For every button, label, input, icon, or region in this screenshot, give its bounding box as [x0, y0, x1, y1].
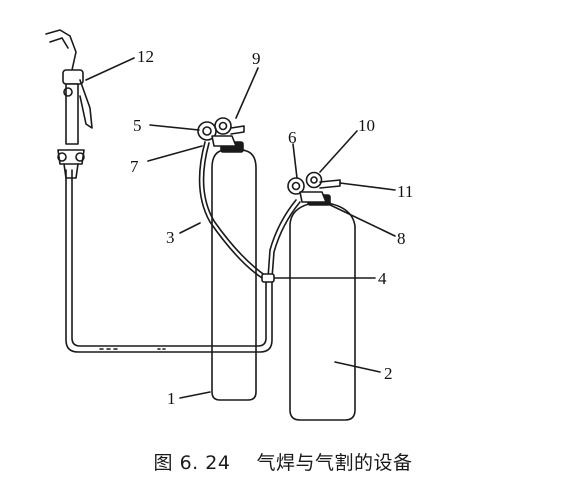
- figure-caption: 图 6. 24 气焊与气割的设备: [0, 448, 566, 475]
- label-12: 12: [137, 47, 154, 66]
- hose-junction: [261, 273, 275, 283]
- leader-7: [147, 145, 203, 162]
- label-10: 10: [358, 116, 375, 135]
- welding-torch-grip: [57, 149, 85, 165]
- twin-hose-to-torch: [71, 169, 267, 347]
- acetylene-high-pressure-gauge: [287, 177, 305, 195]
- leader-1: [179, 391, 211, 399]
- oxygen-regulator-body: [211, 135, 237, 147]
- label-1: 1: [167, 389, 176, 408]
- acetylene-hose: [267, 199, 297, 279]
- welding-torch-valve-handle: [79, 79, 93, 129]
- label-4: 4: [378, 269, 387, 288]
- oxygen-low-pressure-gauge: [214, 117, 232, 135]
- figure-title: 气焊与气割的设备: [256, 452, 413, 474]
- leader-2: [334, 361, 381, 373]
- label-7: 7: [130, 157, 139, 176]
- oxygen-cylinder: [211, 149, 257, 401]
- acetylene-cylinder: [289, 201, 356, 421]
- leader-3: [179, 222, 201, 234]
- leader-9: [235, 67, 259, 119]
- acetylene-regulator-body: [299, 191, 327, 203]
- welding-torch-body: [65, 83, 79, 145]
- acetylene-low-pressure-gauge: [305, 171, 323, 189]
- leader-12: [85, 57, 135, 81]
- label-9: 9: [252, 49, 261, 68]
- welding-equipment-diagram: 12 9 5 7 3 6 10 11 8 4 2 1: [45, 29, 413, 421]
- welding-torch-tip: [45, 29, 77, 71]
- leader-10: [319, 130, 358, 173]
- figure-number: 图 6. 24: [153, 452, 231, 474]
- label-5: 5: [133, 116, 142, 135]
- label-6: 6: [288, 128, 297, 147]
- leader-11: [339, 182, 396, 191]
- oxygen-hose: [198, 141, 269, 283]
- label-3: 3: [166, 228, 175, 247]
- leader-6: [292, 143, 298, 179]
- leader-8: [325, 202, 396, 237]
- label-2: 2: [384, 364, 393, 383]
- label-11: 11: [397, 182, 413, 201]
- welding-torch-valve-knob: [63, 87, 73, 97]
- label-8: 8: [397, 229, 406, 248]
- leader-5: [149, 124, 200, 131]
